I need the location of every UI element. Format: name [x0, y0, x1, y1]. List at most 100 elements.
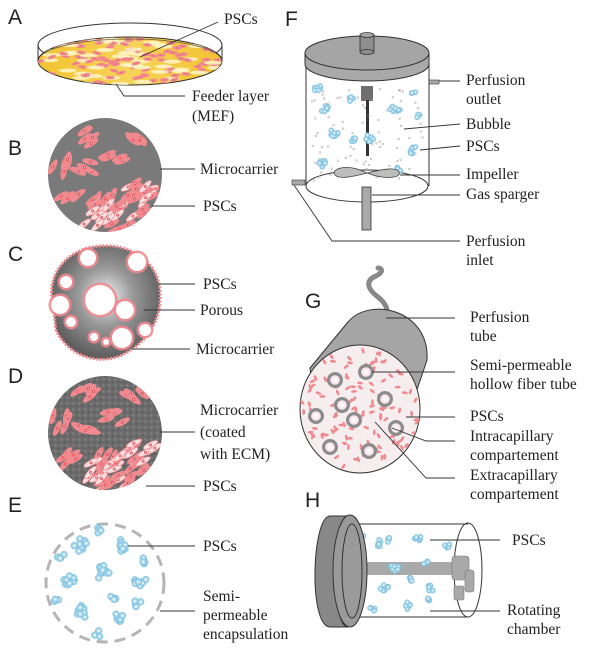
psc-cell [356, 456, 360, 463]
label-g-intracapillary: Intracapillary [470, 428, 554, 445]
psc-cell [413, 397, 418, 403]
psc-cell [368, 381, 374, 386]
psc-aggregate [116, 536, 129, 555]
label-f-gas-sparger: Gas sparger [466, 186, 540, 203]
bubble [378, 145, 382, 149]
label-h-rotating: Rotating [507, 602, 561, 619]
bubble [322, 97, 326, 100]
bubble [378, 140, 381, 143]
label-e-semi: Semi- [203, 588, 240, 605]
panel-e-encapsulation [44, 522, 166, 644]
psc-cell [347, 361, 353, 365]
leader-g-intracapillary [391, 427, 455, 442]
label-c-pscs: PSCs [203, 276, 237, 293]
psc-cell [319, 395, 326, 398]
bubble [336, 159, 340, 162]
bubble [395, 146, 399, 150]
label-a-pscs: PSCs [224, 11, 258, 28]
psc-cell [71, 188, 86, 200]
psc-cell [309, 379, 316, 384]
label-e-permeable: permeable [203, 607, 268, 624]
leader-g-extracapillary [374, 421, 455, 479]
hollow-fiber [361, 443, 377, 459]
psc-aggregate [377, 582, 392, 594]
psc-aggregate [425, 582, 436, 594]
psc-cell [83, 138, 99, 149]
psc-cell [368, 410, 375, 414]
psc-cell [70, 167, 87, 176]
bubble [339, 96, 342, 99]
psc-cell [178, 52, 188, 57]
hollow-fiber [322, 439, 338, 455]
hollow-fibers [308, 364, 404, 459]
psc-cell [345, 374, 350, 380]
psc-cell [104, 219, 120, 229]
psc-cell [315, 391, 322, 395]
psc-cell [85, 59, 95, 64]
psc-cell [413, 418, 420, 422]
psc-cell [60, 193, 75, 205]
bubble [365, 167, 368, 171]
bubble [375, 142, 378, 145]
bubble [419, 122, 422, 125]
bubble [367, 163, 371, 167]
bubble [321, 93, 324, 96]
psc-cell [138, 191, 153, 204]
label-g-intracapillary-compartement: compartement [470, 447, 559, 464]
hollow-fiber [334, 397, 350, 413]
psc-cell [136, 75, 146, 79]
psc-cell [398, 407, 402, 414]
label-c-microcarrier: Microcarrier [196, 341, 275, 358]
psc-cell [300, 399, 305, 405]
psc-cell [389, 435, 396, 439]
psc-aggregate [387, 103, 403, 114]
psc-cell [58, 51, 68, 56]
psc-cell [177, 44, 187, 48]
psc-aggregate [346, 94, 356, 104]
psc-cell [52, 420, 62, 437]
bubble [391, 96, 395, 99]
psc-cell [77, 65, 88, 69]
psc-cell [64, 80, 74, 85]
psc-cell [344, 434, 348, 441]
bubble [344, 156, 348, 159]
psc-cell [401, 391, 408, 395]
bubble [416, 107, 419, 110]
psc-cell [376, 433, 381, 439]
psc-cell [77, 426, 94, 435]
psc-cell [85, 205, 100, 217]
psc-cell [193, 64, 203, 69]
psc-cell [372, 429, 376, 436]
panel-b-microcarrier [48, 118, 162, 232]
psc-cell [38, 44, 48, 49]
psc-cell [320, 433, 324, 439]
panel-h-rotating-wall-vessel [314, 514, 483, 628]
bubble [355, 159, 358, 162]
psc-cell [369, 388, 375, 394]
label-f-impeller: Impeller [466, 166, 519, 183]
bubble [327, 116, 330, 119]
bubble [318, 151, 321, 154]
bubble [311, 144, 314, 148]
psc-cell [307, 430, 314, 434]
psc-cell [63, 151, 72, 168]
psc-cell [348, 427, 355, 431]
bubble [399, 158, 402, 161]
bubble [320, 171, 323, 174]
psc-cell [142, 43, 152, 47]
psc-cell [100, 150, 116, 160]
psc-cell [342, 421, 347, 428]
psc-cell [310, 433, 316, 438]
psc-cell [176, 56, 187, 61]
psc-cell [135, 203, 150, 215]
label-g-hollow-fiber-tube: hollow fiber tube [470, 376, 577, 393]
impeller-shaft [366, 100, 369, 156]
bubble [341, 120, 344, 124]
psc-aggregate [139, 554, 149, 568]
psc-cell [357, 385, 363, 390]
psc-aggregate [424, 595, 433, 604]
label-d-pscs: PSCs [203, 478, 237, 495]
psc-cell [351, 406, 357, 411]
label-d-with-ecm: with ECM) [200, 446, 270, 463]
psc-cell [380, 406, 387, 410]
